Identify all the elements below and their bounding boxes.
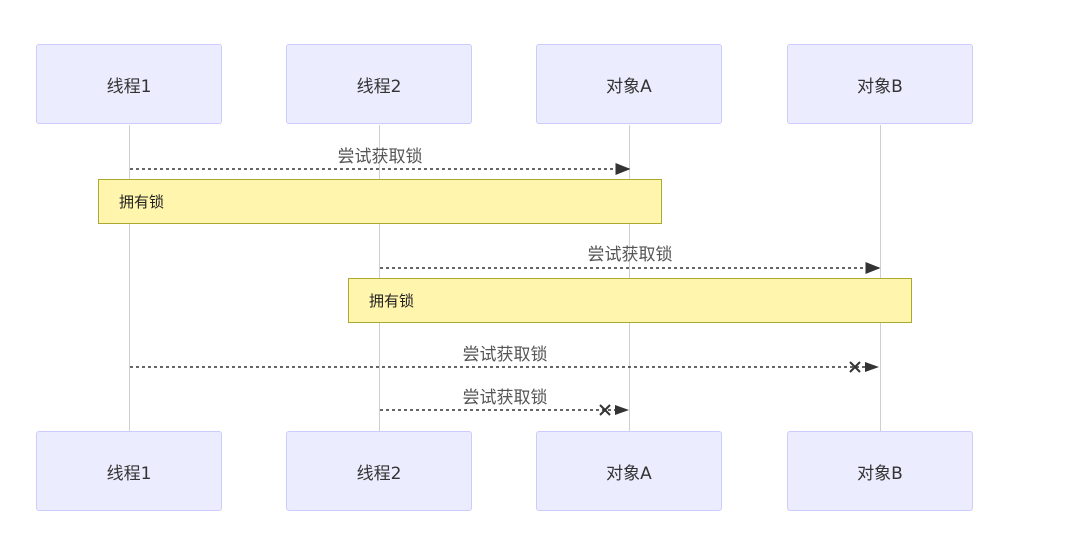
actor-label: 线程2 [356, 463, 402, 484]
actor-label: 对象A [606, 463, 652, 484]
actor-object-b-top: 对象B [787, 44, 973, 124]
actor-label: 对象A [606, 76, 652, 97]
actor-object-a-top: 对象A [536, 44, 722, 124]
message-label-4: 尝试获取锁 [462, 388, 548, 408]
actor-object-a-bottom: 对象A [536, 431, 722, 511]
actor-label: 对象B [857, 463, 903, 484]
arrowhead-icon [865, 362, 879, 372]
message-label-3: 尝试获取锁 [462, 345, 548, 365]
actor-label: 对象B [857, 76, 903, 97]
note-text: 拥有锁 [369, 292, 415, 310]
actor-label: 线程1 [106, 463, 152, 484]
cross-icon [599, 404, 611, 416]
message-arrow-4-cross [380, 404, 629, 416]
actor-thread1-bottom: 线程1 [36, 431, 222, 511]
actor-label: 线程1 [106, 76, 152, 97]
cross-icon [849, 361, 861, 373]
note-thread1-owns-lock: 拥有锁 [98, 179, 662, 224]
actor-thread1-top: 线程1 [36, 44, 222, 124]
message-label-2: 尝试获取锁 [587, 245, 673, 265]
note-thread2-owns-lock: 拥有锁 [348, 278, 912, 323]
arrowhead-icon [615, 405, 629, 415]
message-label-1: 尝试获取锁 [337, 147, 423, 167]
lifeline-thread1 [129, 125, 130, 431]
note-text: 拥有锁 [119, 193, 165, 211]
actor-thread2-top: 线程2 [286, 44, 472, 124]
actor-object-b-bottom: 对象B [787, 431, 973, 511]
actor-label: 线程2 [356, 76, 402, 97]
actor-thread2-bottom: 线程2 [286, 431, 472, 511]
message-arrow-3-cross [130, 361, 879, 373]
